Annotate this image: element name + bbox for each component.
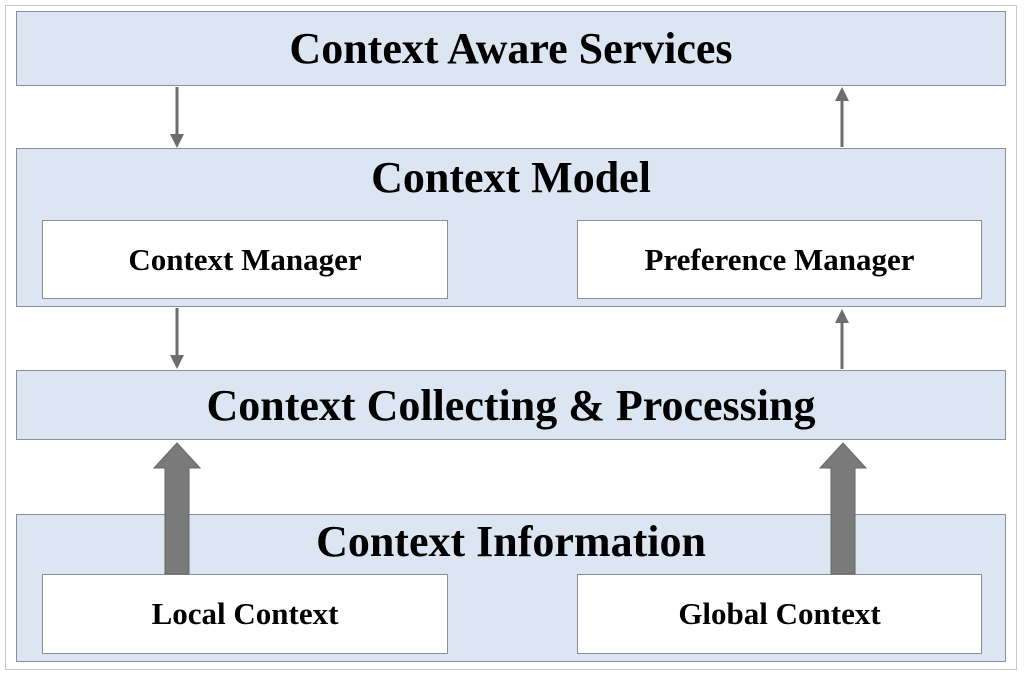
context-collecting-processing-layer: Context Collecting & Processing: [16, 370, 1006, 440]
local-context-box: Local Context: [42, 574, 448, 654]
preference-manager-box: Preference Manager: [577, 220, 982, 299]
context-information-title: Context Information: [316, 517, 706, 566]
context-manager-box: Context Manager: [42, 220, 448, 299]
context-aware-services-layer: Context Aware Services: [16, 11, 1006, 86]
context-aware-services-title: Context Aware Services: [289, 24, 733, 73]
global-context-box: Global Context: [577, 574, 982, 654]
context-model-title: Context Model: [371, 153, 651, 202]
context-collecting-processing-title: Context Collecting & Processing: [206, 381, 816, 430]
